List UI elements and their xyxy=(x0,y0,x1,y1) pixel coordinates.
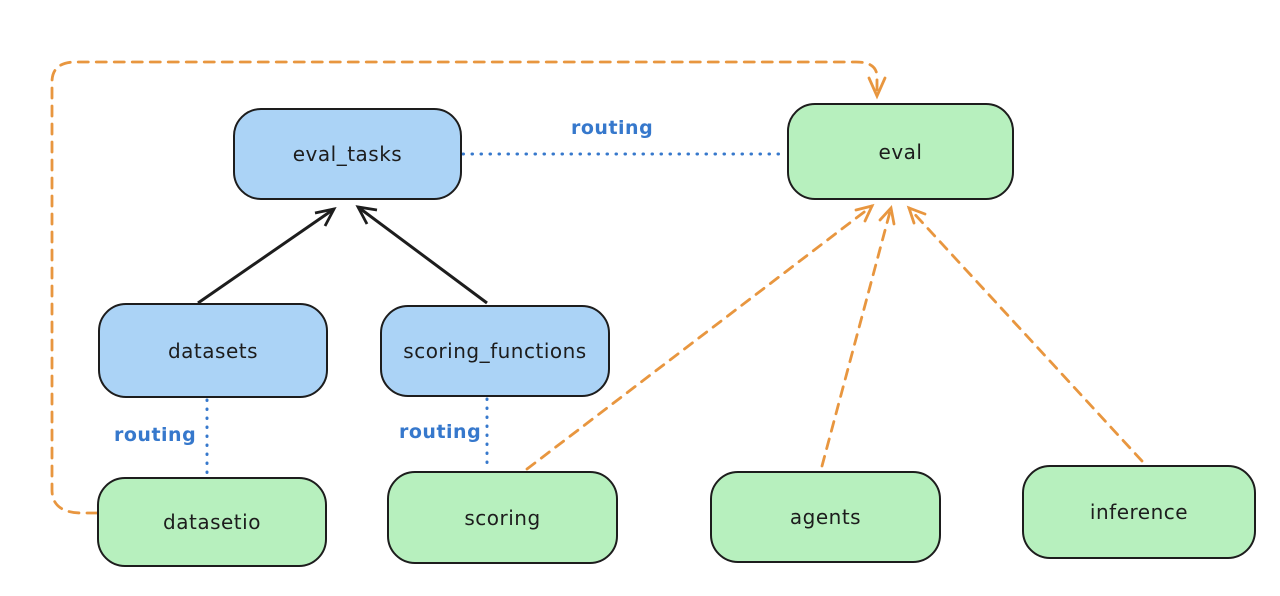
edge-datasets-arrowhead-icon xyxy=(314,207,337,227)
node-datasets: datasets xyxy=(98,303,328,398)
node-agents-label: agents xyxy=(789,505,862,529)
routing-label-datasets-datasetio: routing xyxy=(114,424,197,446)
node-inference-label: inference xyxy=(1089,500,1189,524)
edge-agents-arrowhead-icon xyxy=(878,204,896,226)
node-eval: eval xyxy=(787,103,1014,200)
edge-inference-arrowhead-icon xyxy=(906,205,927,225)
node-inference: inference xyxy=(1022,465,1256,559)
edge-agents-to-eval xyxy=(820,206,893,468)
node-eval-tasks: eval_tasks xyxy=(233,108,462,200)
edge-scoring-functions-arrowhead-icon xyxy=(355,205,378,225)
edge-scoring-arrowhead-icon xyxy=(854,203,875,223)
edge-scoring-functions-to-eval-tasks xyxy=(357,205,488,305)
node-eval-tasks-label: eval_tasks xyxy=(292,142,403,166)
node-eval-label: eval xyxy=(878,139,923,164)
edge-datasetio-to-eval xyxy=(50,60,879,515)
node-datasets-label: datasets xyxy=(167,338,259,363)
edge-datasets-to-eval-tasks xyxy=(197,207,335,305)
node-scoring-functions-label: scoring_functions xyxy=(403,339,587,363)
edge-datasetio-arrowhead-icon xyxy=(867,76,887,100)
node-scoring: scoring xyxy=(387,471,618,564)
node-scoring-functions: scoring_functions xyxy=(380,305,610,397)
routing-label-eval-tasks-eval: routing xyxy=(571,117,654,139)
edge-inference-to-eval xyxy=(907,206,1144,463)
node-scoring-label: scoring xyxy=(464,505,541,530)
node-datasetio: datasetio xyxy=(97,477,327,567)
node-agents: agents xyxy=(710,471,941,563)
edge-scoring-to-eval xyxy=(525,204,874,471)
routing-label-scoring-functions-scoring: routing xyxy=(399,421,482,443)
node-datasetio-label: datasetio xyxy=(163,510,261,534)
